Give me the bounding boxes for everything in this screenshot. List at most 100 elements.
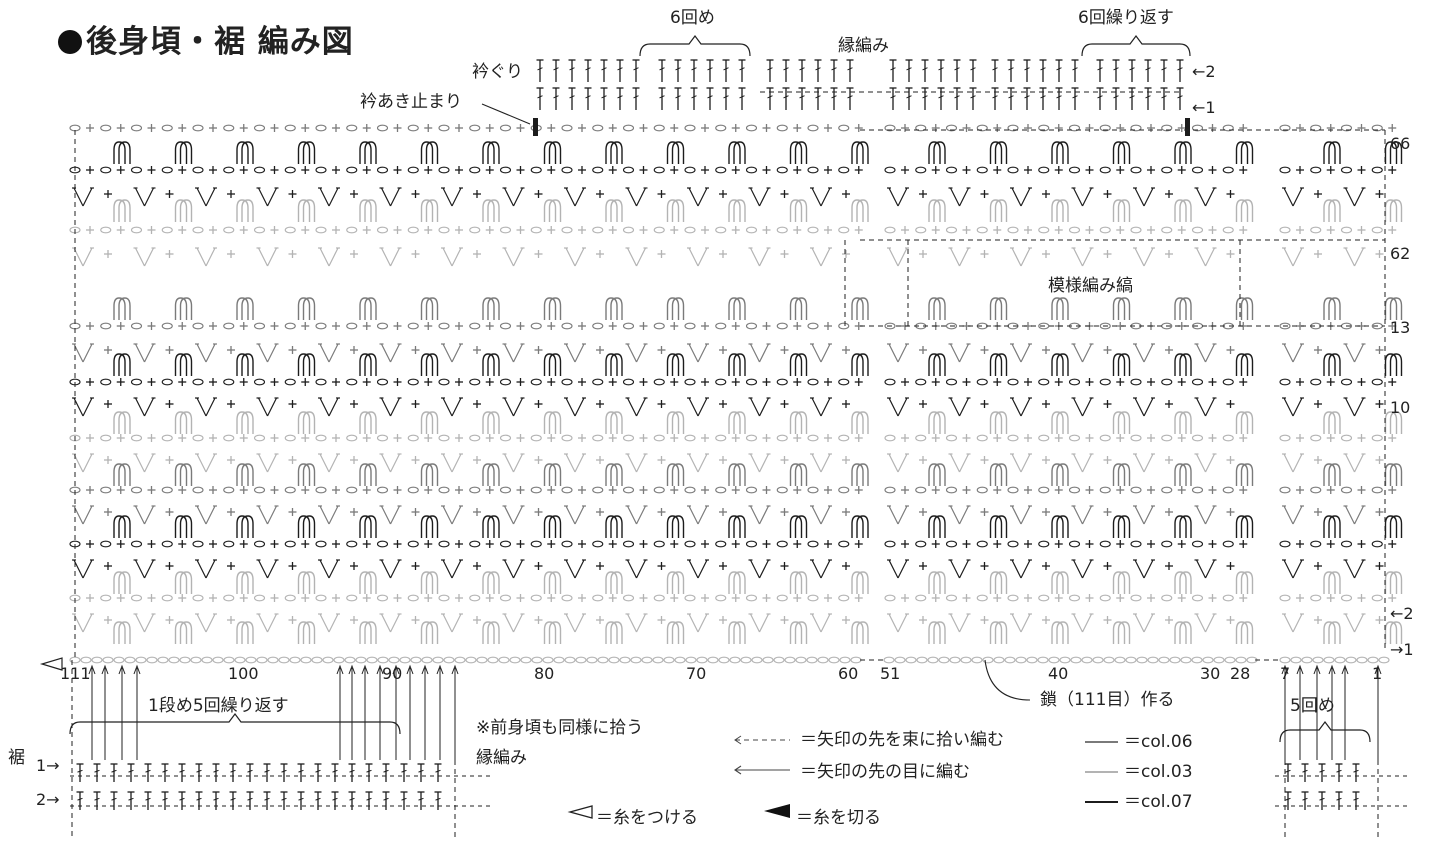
shell-stitch	[794, 297, 808, 320]
shell-stitch	[1240, 621, 1254, 644]
chain-stitch	[130, 124, 143, 132]
v-stitch	[380, 505, 392, 525]
chain-stitch	[530, 378, 542, 386]
dc-stitch	[264, 797, 270, 801]
v-stitch	[319, 247, 330, 267]
v-stitch	[574, 559, 585, 579]
stitch-number: 28	[1230, 664, 1251, 683]
shell-stitch	[420, 353, 434, 376]
chain-stitch	[1158, 656, 1170, 664]
pickup-arrow	[336, 664, 344, 675]
pickup-arrow	[1374, 664, 1382, 675]
pickup-arrow	[1296, 664, 1304, 675]
shell-stitch	[425, 621, 439, 644]
chain-stitch	[960, 656, 972, 664]
shell-stitch	[359, 199, 372, 222]
chain-stitch	[499, 124, 512, 132]
dc-stitch	[196, 797, 202, 801]
shell-stitch	[487, 297, 500, 320]
v-stitch	[1353, 559, 1365, 579]
shell-stitch	[610, 463, 623, 486]
shell-stitch	[856, 463, 869, 486]
chain-stitch	[1130, 378, 1142, 386]
chain-stitch	[469, 378, 481, 386]
v-stitch	[635, 397, 647, 417]
v-stitch	[820, 453, 831, 473]
v-stitch	[134, 453, 146, 473]
shell-stitch	[359, 411, 372, 434]
chain-stitch	[684, 378, 696, 386]
shell-stitch	[1323, 411, 1336, 434]
shell-stitch	[1174, 411, 1187, 434]
shell-stitch	[610, 297, 623, 320]
shell-stitch	[359, 571, 372, 594]
shell-stitch	[928, 297, 941, 320]
v-stitch	[1344, 453, 1356, 473]
chain-stitch	[622, 540, 635, 548]
shell-stitch	[113, 515, 126, 538]
v-stitch	[442, 559, 453, 579]
chain-stitch	[284, 486, 296, 494]
chain-stitch	[284, 540, 296, 548]
shell-stitch	[851, 141, 864, 164]
v-stitch	[958, 397, 970, 417]
shell-stitch	[1179, 621, 1192, 644]
shell-stitch	[297, 297, 311, 320]
chain-stitch	[622, 378, 635, 386]
dc-stitch	[94, 797, 100, 801]
chain-stitch	[1161, 486, 1173, 494]
v-stitch	[328, 505, 339, 525]
chain-stitch	[945, 540, 958, 548]
shell-stitch	[236, 621, 249, 644]
shell-stitch	[1051, 141, 1064, 164]
shell-stitch	[543, 515, 557, 538]
dc-stitch	[94, 769, 100, 773]
v-stitch	[1204, 187, 1216, 207]
shell-stitch	[179, 141, 193, 164]
chain-stitch	[715, 434, 727, 442]
shell-stitch	[1235, 411, 1249, 434]
chain-stitch	[146, 656, 158, 664]
dc-stitch	[1302, 797, 1308, 801]
v-stitch	[565, 397, 576, 417]
chain-stitch	[807, 124, 819, 132]
shell-stitch	[482, 141, 495, 164]
dc-stitch	[383, 769, 389, 773]
chain-stitch	[1310, 124, 1322, 132]
v-stitch	[1020, 343, 1031, 363]
shell-stitch	[1384, 571, 1398, 594]
chain-stitch	[253, 322, 266, 330]
shell-stitch	[241, 411, 254, 434]
chain-stitch	[1340, 124, 1353, 132]
shell-stitch	[856, 571, 869, 594]
chain-stitch	[976, 166, 988, 174]
note-edge-text: 縁編み	[476, 748, 527, 768]
dc-stitch	[1302, 769, 1308, 773]
chain-stitch	[674, 656, 686, 664]
dc-stitch	[569, 67, 575, 71]
dc-stitch	[767, 95, 773, 99]
chain-stitch	[1340, 434, 1353, 442]
v-stitch	[958, 613, 970, 633]
shell-stitch	[733, 297, 746, 320]
shell-stitch	[733, 199, 746, 222]
dc-stitch	[922, 67, 928, 71]
dc-stitch	[659, 95, 665, 99]
v-stitch	[758, 613, 770, 633]
v-stitch	[635, 559, 647, 579]
shell-stitch	[605, 463, 618, 486]
v-stitch	[1134, 343, 1145, 363]
shell-stitch	[1389, 297, 1403, 320]
v-stitch	[626, 453, 638, 473]
shell-stitch	[420, 199, 434, 222]
v-stitch	[451, 559, 462, 579]
shell-stitch	[241, 297, 254, 320]
shell-stitch	[1051, 621, 1064, 644]
chain-stitch	[223, 540, 235, 548]
shell-stitch	[994, 515, 1008, 538]
dc-stitch	[1024, 95, 1030, 99]
v-stitch	[688, 397, 699, 417]
chain-stitch	[69, 124, 81, 132]
shell-stitch	[1056, 141, 1069, 164]
label-six-repeat: 6回繰り返す	[1078, 8, 1174, 28]
